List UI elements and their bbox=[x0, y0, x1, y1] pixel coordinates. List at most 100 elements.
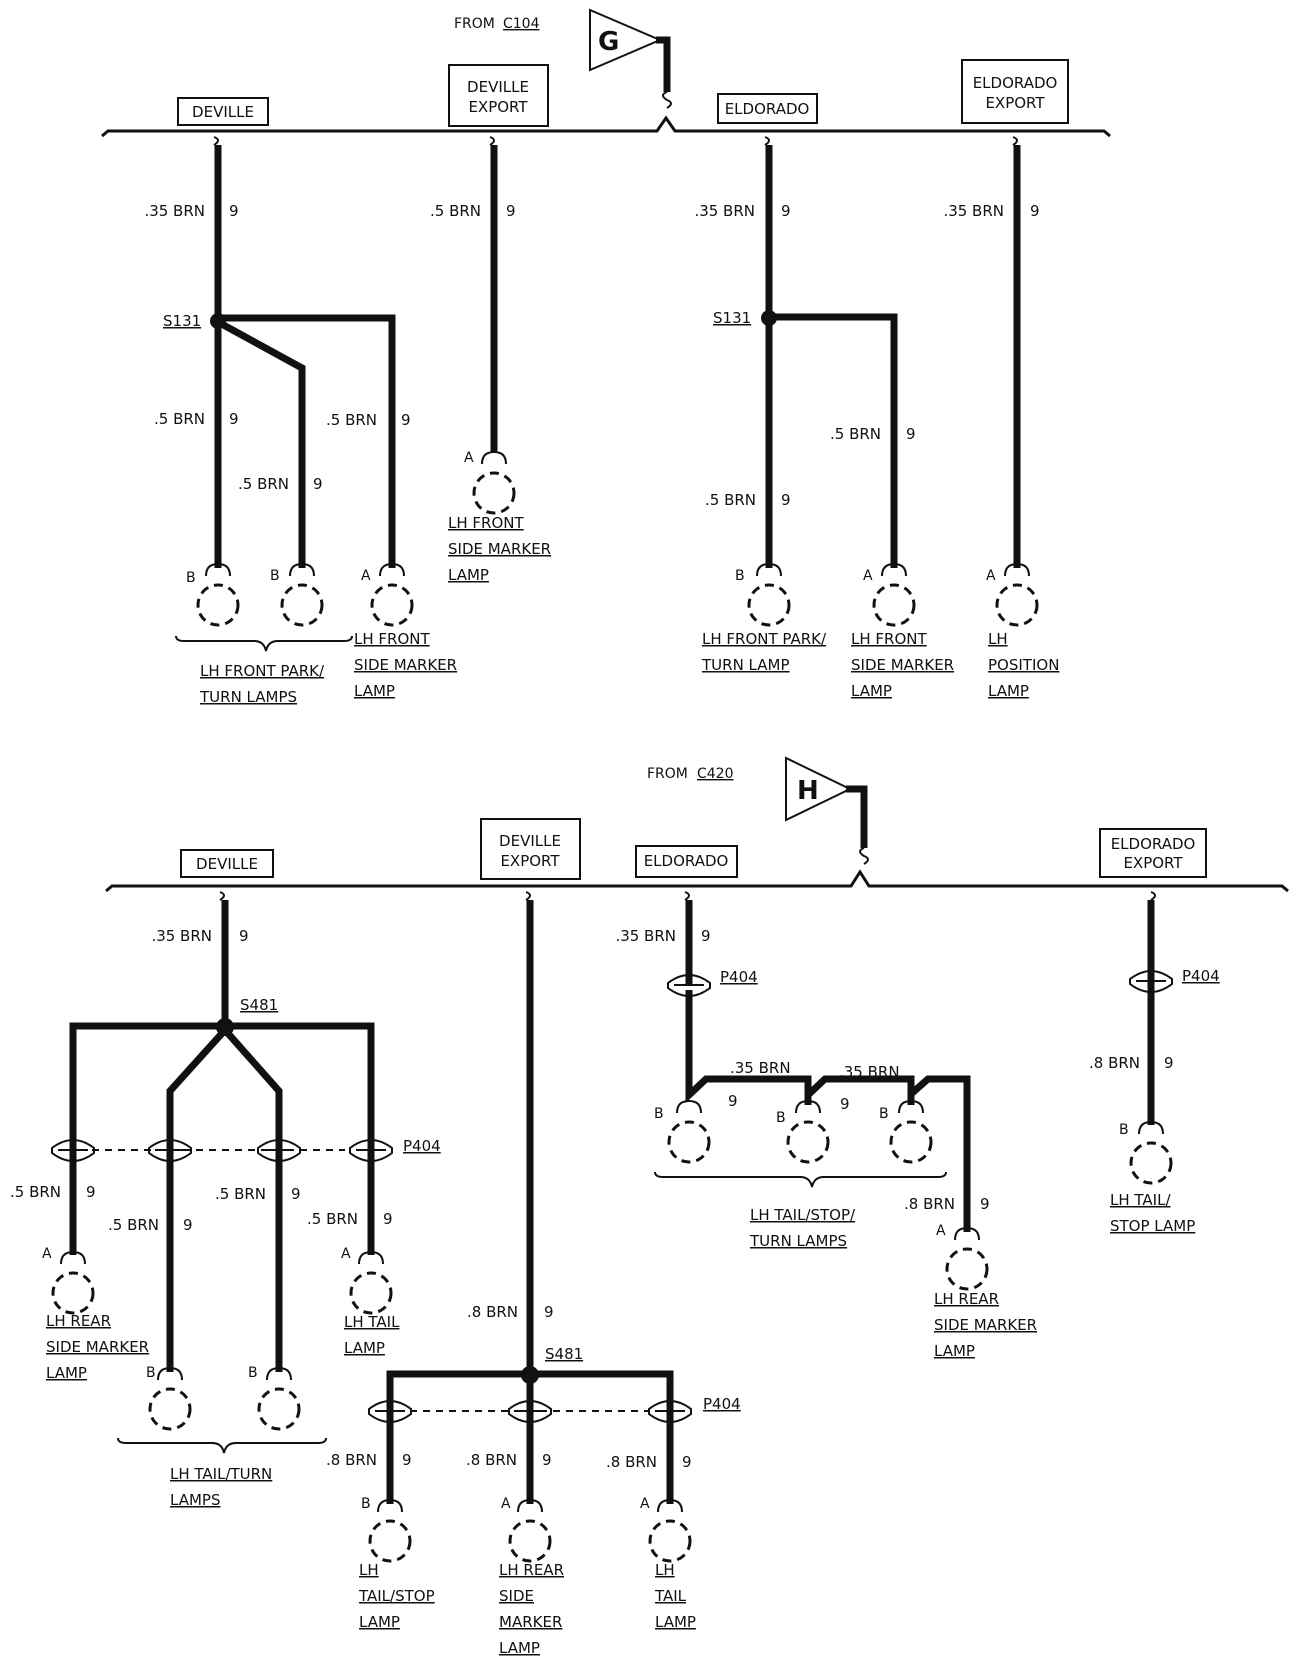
lower-connector-p404 bbox=[368, 1400, 412, 1423]
upper-pin-label: A bbox=[986, 568, 996, 584]
upper-feed-break bbox=[662, 91, 672, 109]
upper-drop-break bbox=[489, 136, 495, 146]
lower-connector-label: P404 bbox=[403, 1137, 441, 1155]
lower-lamp-label: LH TAIL/STOP/ bbox=[750, 1206, 856, 1224]
upper-wire-label: .5 BRN bbox=[830, 425, 881, 443]
lower-lamp-label: LH TAIL bbox=[344, 1313, 400, 1331]
lower-deville-tail-turn-wire-2 bbox=[222, 1027, 283, 1372]
lower-wire-label: .8 BRN bbox=[606, 1453, 657, 1471]
lower-drop-break bbox=[684, 891, 690, 901]
lower-wire-label: .35 BRN bbox=[151, 927, 212, 945]
lower-splice-label: S481 bbox=[240, 996, 278, 1014]
lower-lamp-label: LH REAR bbox=[934, 1290, 999, 1308]
lower-lamp-tail-stop-b: B bbox=[1119, 1120, 1173, 1185]
lower-drop-break bbox=[1150, 891, 1156, 901]
lower-option-eldorado-box bbox=[635, 845, 738, 878]
lower-pin-label: B bbox=[248, 1365, 258, 1381]
lower-splice-label: S481 bbox=[545, 1345, 583, 1363]
lower-lamp-label: LH bbox=[655, 1561, 675, 1579]
lower-lamp-tail-turn-2: B bbox=[248, 1365, 301, 1431]
lower-circuit-label: 9 bbox=[840, 1095, 850, 1113]
lower-lamp-label: LAMP bbox=[359, 1613, 400, 1631]
lower-wire-label: .8 BRN bbox=[1089, 1054, 1140, 1072]
lower-lamp-label: SIDE bbox=[499, 1587, 534, 1605]
lower-connector-p404 bbox=[349, 1139, 393, 1162]
lower-feed-wire bbox=[846, 785, 868, 848]
upper-lamp-position: A bbox=[986, 562, 1039, 627]
lower-deville-rear-side-marker-wire bbox=[69, 1022, 225, 1255]
upper-lamp-label: LAMP bbox=[851, 682, 892, 700]
lower-option-eldorado-export-l1: ELDORADO bbox=[1111, 835, 1196, 853]
upper-option-eldorado: ELDORADO bbox=[725, 100, 810, 118]
upper-wire-label: .5 BRN bbox=[154, 410, 205, 428]
upper-option-eldorado-export-l2: EXPORT bbox=[985, 94, 1045, 112]
lower-feed-break bbox=[859, 847, 869, 865]
lower-wire-label: .35 BRN bbox=[839, 1063, 900, 1081]
lower-pin-label: B bbox=[776, 1110, 786, 1126]
lower-option-deville-export-l1: DEVILLE bbox=[499, 832, 561, 850]
upper-option-deville-export-box bbox=[448, 64, 549, 127]
upper-lamp-label: LH FRONT bbox=[851, 630, 927, 648]
upper-splice-dot bbox=[210, 313, 226, 329]
lower-pin-label: A bbox=[640, 1496, 650, 1512]
lower-pin-label: B bbox=[879, 1106, 889, 1122]
upper-lamp-side-marker-c: A bbox=[863, 562, 916, 627]
lower-lamp-tail-b: A bbox=[640, 1496, 692, 1563]
lower-connector-p404 bbox=[148, 1139, 192, 1162]
lower-circuit-label: 9 bbox=[682, 1453, 692, 1471]
upper-circuit-label: 9 bbox=[1030, 202, 1040, 220]
upper-circuit-label: 9 bbox=[506, 202, 516, 220]
upper-lamp-label: POSITION bbox=[988, 656, 1059, 674]
lower-circuit-label: 9 bbox=[291, 1185, 301, 1203]
lower-connector-p404 bbox=[508, 1400, 552, 1423]
lower-splice-dot bbox=[521, 1366, 539, 1384]
lower-connector-p404 bbox=[648, 1400, 692, 1423]
lower-circuit-label: 9 bbox=[980, 1195, 990, 1213]
lower-wire-label: .35 BRN bbox=[615, 927, 676, 945]
lower-from-label: FROM bbox=[647, 766, 688, 782]
upper-wire-label: .5 BRN bbox=[430, 202, 481, 220]
lower-option-eldorado-export-l2: EXPORT bbox=[1123, 854, 1183, 872]
upper-lamp-label: LH bbox=[988, 630, 1008, 648]
lower-lamp-tail-stop-turn-2: B bbox=[776, 1099, 830, 1164]
lower-wire-label: .8 BRN bbox=[904, 1195, 955, 1213]
lower-lamp-tail-stop-a: B bbox=[361, 1496, 412, 1563]
upper-wire-label: .5 BRN bbox=[326, 411, 377, 429]
upper-lamp-label: LAMP bbox=[988, 682, 1029, 700]
lower-lamp-label: TAIL bbox=[654, 1587, 687, 1605]
lower-pin-label: A bbox=[42, 1246, 52, 1262]
upper-from-label: FROM bbox=[454, 16, 495, 32]
lower-circuit-label: 9 bbox=[239, 927, 249, 945]
lower-lamp-tail-stop-turn-3: B bbox=[879, 1099, 933, 1164]
upper-wire-label: .35 BRN bbox=[943, 202, 1004, 220]
upper-option-deville-export-l2: EXPORT bbox=[468, 98, 528, 116]
lower-pin-label: B bbox=[146, 1365, 156, 1381]
upper-feed-wire bbox=[656, 36, 671, 92]
lower-lamp-rear-side-marker-c: A bbox=[936, 1223, 989, 1291]
upper-wire-label: .5 BRN bbox=[238, 475, 289, 493]
lower-lamp-label: LAMP bbox=[499, 1639, 540, 1657]
upper-lamp-label: SIDE MARKER bbox=[448, 540, 551, 558]
lower-lamp-label: LAMPS bbox=[170, 1491, 220, 1509]
lower-pin-label: B bbox=[1119, 1122, 1129, 1138]
lower-lamp-tail-turn-1: B bbox=[146, 1365, 192, 1431]
lower-circuit-label: 9 bbox=[728, 1092, 738, 1110]
lower-lamp-label: LAMP bbox=[46, 1364, 87, 1382]
lower-from-connector: C420 bbox=[697, 766, 734, 782]
lower-option-deville: DEVILLE bbox=[196, 855, 258, 873]
lower-lamp-label: LH TAIL/ bbox=[1110, 1191, 1171, 1209]
lower-group-brace bbox=[654, 1171, 947, 1188]
upper-option-eldorado-export-box bbox=[961, 59, 1069, 124]
upper-wire-label: .35 BRN bbox=[144, 202, 205, 220]
lower-option-bus bbox=[105, 869, 1289, 893]
lower-circuit-label: 9 bbox=[402, 1451, 412, 1469]
upper-drop-break bbox=[1012, 136, 1018, 146]
upper-lamp-label: TURN LAMP bbox=[701, 656, 790, 674]
lower-circuit-label: 9 bbox=[183, 1216, 193, 1234]
lower-triangle-letter: H bbox=[797, 776, 819, 806]
lower-option-deville-box bbox=[180, 849, 274, 878]
lower-wire-label: .5 BRN bbox=[215, 1185, 266, 1203]
upper-circuit-label: 9 bbox=[781, 491, 791, 509]
lower-wire-label: .8 BRN bbox=[467, 1303, 518, 1321]
upper-splice-label: S131 bbox=[713, 309, 751, 327]
